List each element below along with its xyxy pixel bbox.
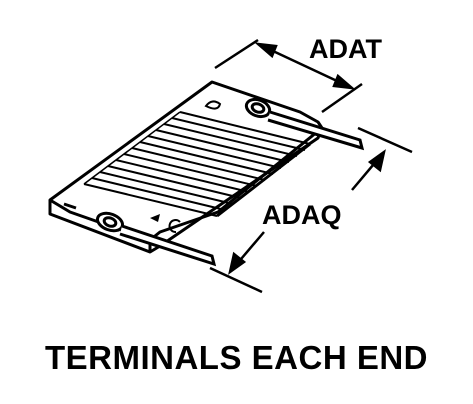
adaq-dimension [209,126,413,294]
c-mark [168,219,181,233]
hole-mark [204,100,222,110]
adaq-label: ADAQ [262,200,342,230]
caption: TERMINALS EACH END [44,339,428,376]
adat-dimension [214,38,363,114]
polarity-triangle-mark [150,214,160,222]
terminal-rear [244,97,365,151]
ribbed-section [83,111,311,218]
dash-mark [63,202,77,210]
terminal-front [95,211,217,267]
adat-label: ADAT [309,34,382,64]
